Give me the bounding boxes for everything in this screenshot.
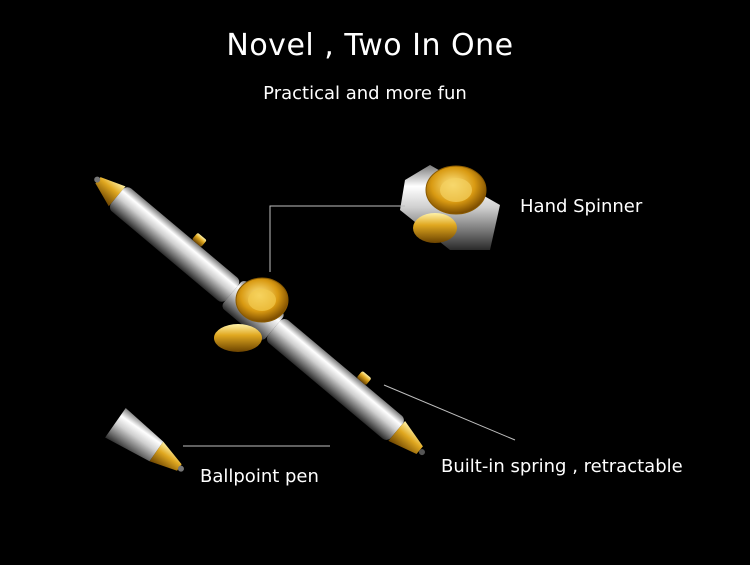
callout-hand-spinner: Hand Spinner bbox=[520, 196, 643, 217]
pen-tip-gold bbox=[95, 177, 126, 207]
callout-spring: Built-in spring , retractable bbox=[441, 456, 683, 477]
pen-tip-detail-image bbox=[105, 408, 184, 472]
pen-spinner-main bbox=[94, 176, 425, 456]
leader-line-spinner bbox=[269, 205, 405, 272]
callout-ballpoint-pen: Ballpoint pen bbox=[200, 466, 319, 487]
pen-barrel-upper bbox=[109, 187, 240, 302]
page-subtitle: Practical and more fun bbox=[263, 83, 467, 104]
spinner-disc-bottom bbox=[214, 324, 262, 352]
pen-back-tip-gold bbox=[388, 420, 423, 455]
spinner-detail-image bbox=[400, 165, 500, 250]
page-title: Novel , Two In One bbox=[226, 28, 514, 63]
pen-barrel-lower bbox=[266, 319, 404, 440]
leader-line-spring bbox=[383, 384, 516, 441]
